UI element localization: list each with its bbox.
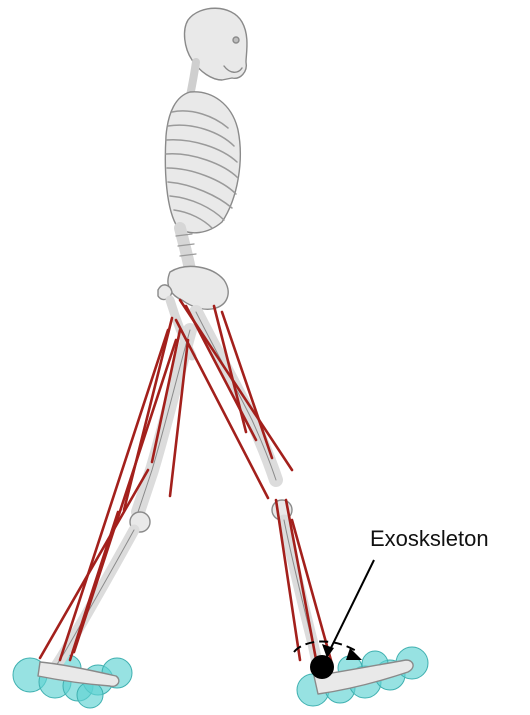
exoskeleton-label: Exosksleton xyxy=(370,526,489,551)
cervical-spine xyxy=(190,62,196,96)
pelvis xyxy=(168,266,228,309)
ribcage xyxy=(165,92,240,233)
exoskeleton-joint xyxy=(310,655,334,679)
muscle-lines xyxy=(40,300,332,670)
annotation-pointer-line xyxy=(327,560,374,656)
